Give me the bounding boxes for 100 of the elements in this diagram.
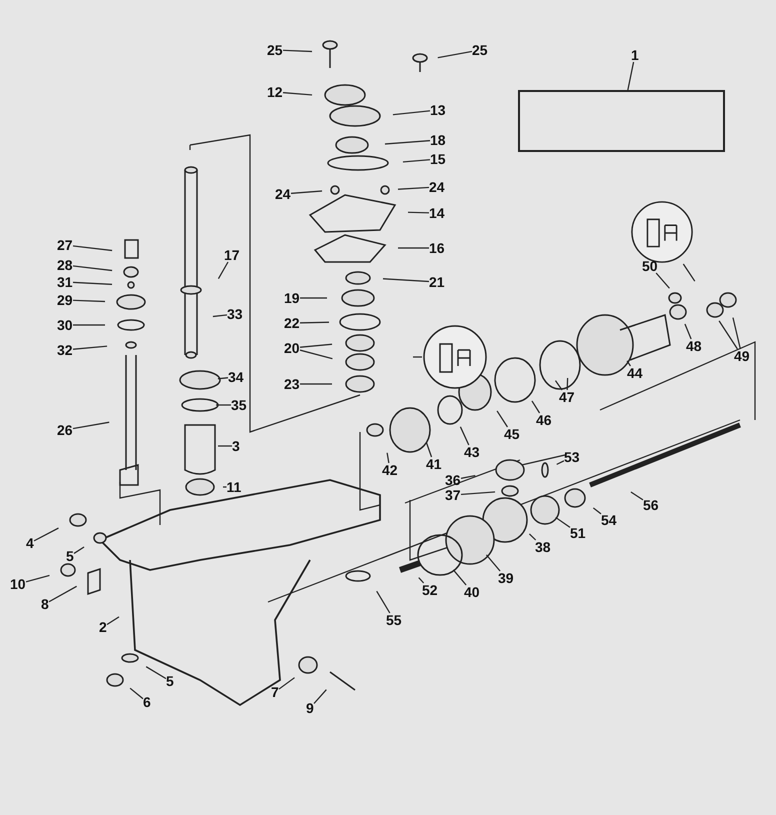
callout-number: 1	[631, 48, 639, 62]
callout-number: 21	[429, 275, 445, 289]
callout-number: 5	[66, 549, 74, 563]
leader-line	[626, 360, 631, 366]
callout-number: 5	[166, 674, 174, 688]
callout-number: 23	[284, 377, 300, 391]
leader-line	[718, 320, 738, 350]
leader-line	[426, 442, 432, 458]
callout-number: 13	[430, 103, 446, 117]
callout-number: 44	[627, 366, 643, 380]
leader-line	[34, 528, 59, 542]
leader-line	[106, 616, 120, 625]
leader-line	[72, 346, 108, 350]
leader-line	[656, 272, 670, 289]
leader-line	[212, 314, 228, 318]
leader-line	[72, 245, 112, 252]
leader-line	[438, 50, 472, 58]
leader-line	[554, 380, 563, 390]
callout-number: 12	[267, 85, 283, 99]
callout-number: 10	[10, 577, 26, 591]
leader-line	[74, 546, 84, 554]
leader-line	[300, 350, 333, 360]
leader-line	[72, 282, 112, 285]
callout-number: 29	[57, 293, 73, 307]
leader-line	[382, 278, 430, 282]
callout-number: 51	[570, 526, 586, 540]
callout-number: 26	[57, 423, 73, 437]
callout-number: 15	[430, 152, 446, 166]
callout-number: 34	[228, 370, 244, 384]
callout-number: 52	[422, 583, 438, 597]
leader-line	[300, 344, 332, 348]
leader-line	[72, 265, 112, 272]
leader-line	[460, 426, 470, 446]
callout-number: 22	[284, 316, 300, 330]
callout-number: 32	[57, 343, 73, 357]
leader-line	[218, 262, 229, 280]
callout-number: 8	[41, 597, 49, 611]
leader-line	[218, 445, 232, 447]
leader-line	[73, 324, 105, 326]
callout-number: 4	[26, 536, 34, 550]
callout-number: 11	[226, 480, 242, 494]
callout-number: 27	[57, 238, 73, 252]
callout-number: 35	[231, 398, 247, 412]
leader-line	[146, 666, 166, 680]
callout-number: 17	[224, 248, 240, 262]
callout-number: 2	[99, 620, 107, 634]
leader-line	[684, 324, 692, 340]
callout-number: 48	[686, 339, 702, 353]
callout-number: 19	[284, 291, 300, 305]
callout-number: 14	[429, 206, 445, 220]
leader-line	[290, 190, 322, 194]
callout-number: 20	[284, 341, 300, 355]
callout-number: 45	[504, 427, 520, 441]
callout-number: 56	[643, 498, 659, 512]
blank-label-frame	[518, 90, 725, 152]
leader-line	[528, 534, 536, 540]
leader-line	[398, 186, 430, 190]
leader-line	[460, 491, 496, 496]
callout-number: 16	[429, 241, 445, 255]
leader-line	[376, 590, 390, 614]
leader-line	[130, 688, 144, 700]
leader-line	[460, 474, 476, 479]
leader-line	[26, 574, 50, 582]
leader-line	[282, 50, 312, 52]
callout-number: 54	[601, 513, 617, 527]
callout-number: 25	[267, 43, 283, 57]
callout-number: 9	[306, 701, 314, 715]
leader-line	[496, 410, 508, 428]
leader-line	[300, 322, 330, 324]
leader-line	[402, 159, 430, 163]
callout-number: 53	[564, 450, 580, 464]
leader-line	[300, 297, 327, 299]
callout-number: 38	[535, 540, 551, 554]
leader-line	[555, 516, 570, 528]
leader-line	[592, 507, 602, 514]
callout-number: 42	[382, 463, 398, 477]
leader-line	[682, 264, 696, 282]
leader-line	[216, 404, 231, 406]
leader-line	[398, 247, 429, 249]
callout-number: 37	[445, 488, 461, 502]
callout-number: 28	[57, 258, 73, 272]
callout-number: 43	[464, 445, 480, 459]
leader-line	[413, 356, 422, 358]
leader-line	[48, 586, 77, 602]
callout-number: 3	[232, 439, 240, 453]
callout-number: 50	[642, 259, 658, 273]
callout-number: 39	[498, 571, 514, 585]
leader-line	[732, 318, 741, 350]
callout-number: 33	[227, 307, 243, 321]
callout-number: 36	[445, 473, 461, 487]
callout-number: 6	[143, 695, 151, 709]
callout-number: 47	[559, 390, 575, 404]
leader-line	[408, 212, 430, 214]
detail-inset-drawing	[422, 324, 488, 390]
leader-line	[452, 570, 467, 586]
callout-number: 31	[57, 275, 73, 289]
leader-line	[418, 577, 424, 584]
callout-number: 55	[386, 613, 402, 627]
callout-number: 24	[275, 187, 291, 201]
leader-line	[278, 677, 295, 690]
